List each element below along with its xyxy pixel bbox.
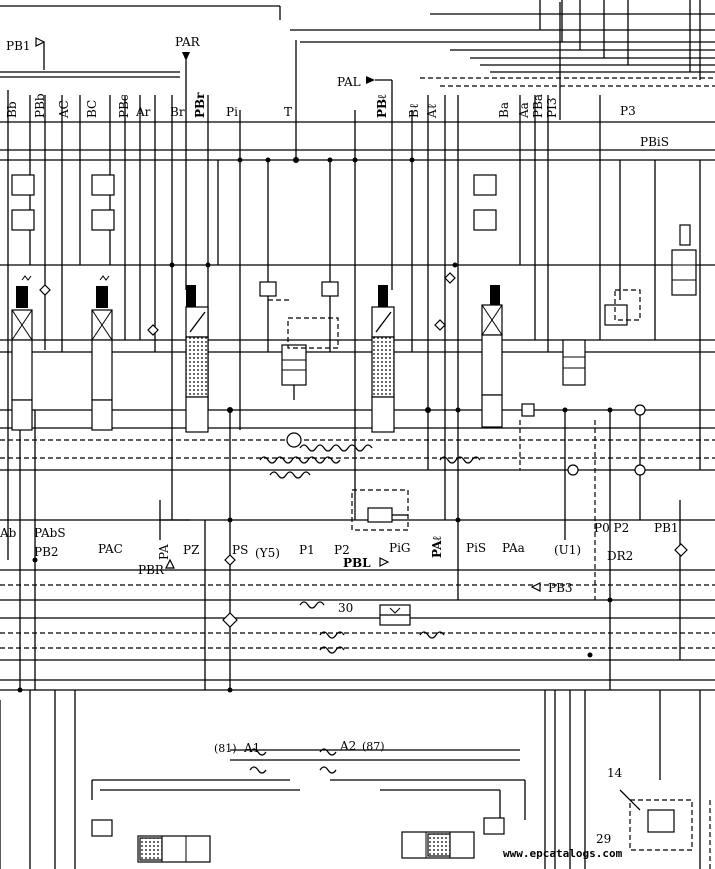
label-u1: (U1) — [554, 543, 581, 557]
label-ab: Ab — [0, 526, 17, 540]
label-pi3: PI3 — [545, 98, 559, 118]
labels: PB1 PAR PAL Bb PBb AC BC PBc Ar Br PBr P… — [0, 35, 679, 860]
valve-spool-5 — [481, 285, 503, 428]
valve-spool-3 — [185, 285, 209, 433]
valve-spool-2 — [91, 275, 113, 431]
label-14: 14 — [607, 766, 623, 780]
junction-dots — [17, 157, 613, 693]
label-br: Br — [170, 105, 185, 119]
shuttle-valves — [11, 174, 646, 476]
actuator-center — [281, 317, 339, 400]
label-pbl: PBℓ — [375, 94, 389, 118]
label-p3: P3 — [620, 104, 636, 118]
bottom-section — [0, 690, 711, 869]
label-pbl-bottom: PBL — [343, 556, 371, 570]
label-29: 29 — [596, 832, 611, 846]
label-pal: PAL — [337, 75, 361, 89]
valve-spool-4 — [371, 285, 395, 433]
label-pbis: PBiS — [640, 135, 669, 149]
label-y5: (Y5) — [255, 546, 280, 560]
label-paa: PAa — [502, 541, 525, 555]
label-87: (87) — [362, 740, 385, 753]
diamond-markers — [39, 272, 688, 628]
label-pb1-right: PB1 — [654, 521, 679, 535]
label-ar: Ar — [135, 105, 151, 119]
label-pb1-top: PB1 — [6, 39, 31, 53]
pilot-port-arrow-icon — [35, 37, 541, 592]
label-pz: PZ — [183, 543, 199, 557]
label-ps: PS — [232, 543, 248, 557]
label-pb3: PB3 — [548, 581, 573, 595]
actuator-right — [562, 224, 697, 386]
label-pba: PBa — [531, 94, 545, 118]
mid-components — [159, 489, 411, 626]
label-pac: PAC — [98, 542, 123, 556]
label-pbr: PBr — [193, 92, 207, 118]
bus-lines — [0, 121, 715, 691]
label-dr2: DR2 — [607, 549, 633, 563]
label-pig: PiG — [389, 541, 411, 555]
watermark: www.epcatalogs.com — [503, 847, 623, 860]
vertical-risers — [7, 40, 701, 690]
label-pi: Pi — [226, 105, 238, 119]
crossover-marks — [259, 444, 481, 654]
label-pbc: PBc — [117, 94, 131, 118]
label-bb: Bb — [5, 101, 19, 118]
label-pis: PiS — [466, 541, 486, 555]
label-pb2: PB2 — [34, 545, 59, 559]
label-pal-bottom: PAℓ — [430, 536, 444, 558]
label-aa: Aa — [517, 102, 531, 119]
label-81: (81) — [214, 742, 237, 755]
label-pbb: PBb — [33, 93, 47, 118]
label-bl: Bℓ — [407, 103, 421, 118]
label-a1: A1 — [243, 741, 260, 755]
label-t: T — [284, 105, 292, 119]
label-ac: AC — [57, 100, 71, 119]
label-p1: P1 — [299, 543, 315, 557]
valve-spool-1 — [11, 275, 33, 431]
label-pa: PA — [157, 544, 171, 560]
label-par: PAR — [175, 35, 201, 49]
top-pipe-lines — [0, 0, 715, 120]
label-30: 30 — [338, 601, 353, 615]
label-pbr-bottom: PBR — [138, 563, 165, 577]
label-p0p2: P0 P2 — [594, 521, 629, 535]
label-al: Aℓ — [425, 103, 439, 119]
label-p2: P2 — [334, 543, 350, 557]
label-ba: Ba — [497, 102, 511, 118]
label-bc: BC — [85, 100, 99, 118]
label-a2: A2 — [339, 739, 356, 753]
label-pabs: PAbS — [34, 526, 66, 540]
